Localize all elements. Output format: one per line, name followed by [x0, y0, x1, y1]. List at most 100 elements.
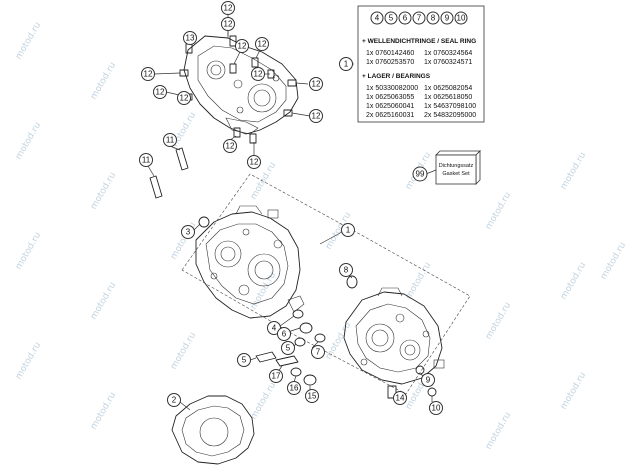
dowel-pin	[229, 35, 237, 47]
left-case-inner	[205, 223, 289, 305]
callout-8: 8	[339, 263, 353, 277]
gasket-label-de: Dichtungssatz	[439, 163, 474, 169]
svg-text:15: 15	[308, 392, 317, 401]
right-case-hole	[422, 330, 430, 338]
callout-5: 5	[281, 341, 295, 355]
svg-text:12: 12	[224, 4, 233, 13]
left-case-hole	[242, 228, 250, 236]
right-case-crank-bore-inner	[371, 329, 389, 347]
left-case-hole	[238, 284, 250, 296]
callout-12: 12	[235, 39, 249, 53]
gasket-inner	[181, 405, 245, 457]
bearing-6	[299, 322, 313, 334]
right-case-hole	[360, 358, 368, 366]
callout-11: 11	[139, 153, 153, 167]
bearing-item: 1x 50330082000	[366, 85, 418, 92]
top-case-bearing-seat	[247, 83, 277, 113]
left-case-crank-bore	[214, 240, 242, 268]
right-case-crank-bore	[365, 323, 395, 353]
right-crankcase-half	[343, 287, 445, 385]
gasket-label-en: Gasket Set	[442, 171, 470, 177]
svg-text:16: 16	[290, 384, 299, 393]
svg-text:3: 3	[186, 228, 191, 237]
dowel-pin	[287, 79, 297, 87]
dowel-pin	[251, 57, 259, 68]
bearing-8	[346, 275, 358, 289]
top-case-flange	[225, 117, 259, 135]
right-case-main-bore-inner	[404, 344, 416, 356]
callout-12: 12	[141, 67, 155, 81]
watermark: motod.ru	[14, 341, 43, 382]
panel-frame	[357, 5, 485, 123]
svg-text:5: 5	[286, 344, 291, 353]
right-case-tab	[433, 359, 445, 369]
callout-12: 12	[309, 77, 323, 91]
svg-text:12: 12	[144, 70, 153, 79]
right-case-main-bore	[399, 339, 421, 361]
svg-text:12: 12	[258, 40, 267, 49]
left-case-hole	[210, 272, 218, 280]
bearing-item: 1x 0625060041	[366, 103, 414, 110]
callouts: 12 12 13 12 12 12 12 12 12 12 12 12 12 1…	[139, 1, 443, 415]
svg-text:9: 9	[426, 376, 431, 385]
panel-number: 6	[403, 14, 408, 23]
left-crankcase-half	[195, 205, 305, 319]
bearing-item: 1x 54637098100	[424, 103, 476, 110]
left-case-tab	[267, 209, 279, 219]
svg-text:12: 12	[224, 20, 233, 29]
watermark: motod.ru	[484, 191, 513, 232]
svg-text:12: 12	[254, 70, 263, 79]
callout-12: 12	[177, 91, 191, 105]
bearing-item: 1x 0625082054	[424, 85, 472, 92]
panel-number: 4	[375, 14, 380, 23]
seal-16	[290, 367, 302, 377]
callout-12: 12	[223, 139, 237, 153]
svg-text:10: 10	[432, 404, 441, 413]
callout-11: 11	[163, 133, 177, 147]
watermark: motod.ru	[484, 301, 513, 342]
bolt-14	[387, 385, 397, 399]
seal-item: 1x 0760324571	[424, 59, 472, 66]
svg-text:1: 1	[344, 60, 349, 69]
watermark: motod.ru	[559, 371, 588, 412]
callout-16: 16	[287, 381, 301, 395]
top-case-hole	[233, 79, 243, 89]
left-case-main-bore-inner	[254, 260, 274, 280]
top-case-inner	[197, 45, 287, 123]
callout-2: 2	[167, 393, 181, 407]
panel-number: 9	[445, 14, 450, 23]
panel-number-row: 4 5 6 7 8 9 10	[370, 11, 468, 25]
dowel-pin	[185, 43, 193, 54]
shaft-17	[275, 355, 299, 367]
left-case-flange	[287, 295, 305, 313]
svg-text:12: 12	[226, 142, 235, 151]
callout-14: 14	[393, 391, 407, 405]
svg-text:2: 2	[172, 396, 177, 405]
watermark: motod.ru	[14, 121, 43, 162]
watermark: motod.ru	[249, 381, 278, 422]
dowel-11a	[149, 175, 163, 199]
panel-number: 7	[417, 14, 422, 23]
panel-number: 5	[389, 14, 394, 23]
seal-10	[427, 387, 437, 397]
callout-17: 17	[269, 369, 283, 383]
callout-12: 12	[309, 109, 323, 123]
top-case-hole	[236, 106, 244, 114]
watermark: motod.ru	[89, 391, 118, 432]
bearing-5	[294, 337, 306, 347]
callout-6: 6	[277, 327, 291, 341]
gasket-box-side	[475, 150, 481, 185]
svg-text:1: 1	[346, 226, 351, 235]
svg-text:99: 99	[416, 170, 425, 179]
svg-text:11: 11	[142, 156, 151, 165]
watermark: motod.ru	[14, 231, 43, 272]
callout-1: 1	[341, 223, 355, 237]
gasket-hole	[199, 417, 229, 447]
assembly-plane	[181, 173, 471, 395]
seal-item: 1x 0760324564	[424, 50, 472, 57]
watermark: motod.ru	[324, 321, 353, 362]
left-case-rib	[235, 205, 263, 215]
callout-9: 9	[421, 373, 435, 387]
right-case-hole	[395, 313, 405, 323]
svg-text:11: 11	[166, 136, 175, 145]
